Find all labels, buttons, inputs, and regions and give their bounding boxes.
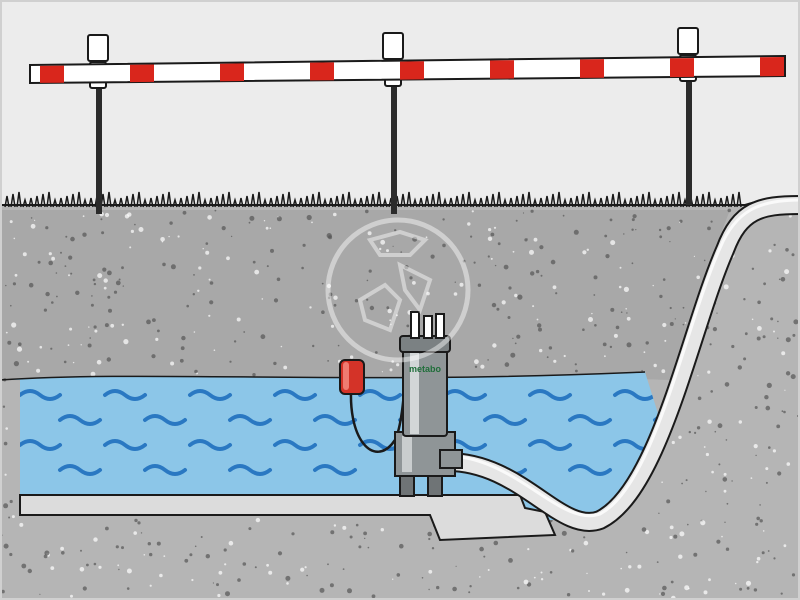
barrier-bar bbox=[29, 54, 786, 85]
barrier-icon bbox=[29, 27, 786, 214]
pump-icon: metabo bbox=[394, 311, 463, 497]
grass bbox=[4, 191, 742, 208]
hose-icon bbox=[435, 195, 800, 532]
pump-brand-label: metabo bbox=[409, 364, 442, 374]
float-switch-icon bbox=[339, 359, 365, 395]
concrete-base bbox=[19, 494, 557, 542]
watermark-icon bbox=[325, 217, 471, 363]
